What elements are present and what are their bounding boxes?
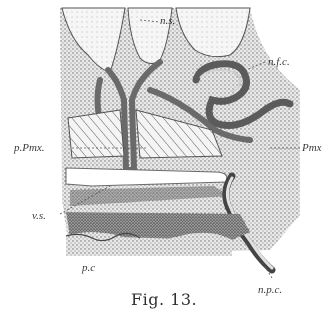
label-p-c: p.c — [82, 262, 95, 274]
premaxilla-left — [68, 110, 124, 158]
label-n-f-c: n.f.c. — [268, 56, 290, 68]
label-pmx: Pmx — [302, 142, 322, 154]
label-v-s: v.s. — [32, 210, 46, 222]
label-n-p-c: n.p.c. — [258, 284, 282, 296]
label-p-pmx: p.Pmx. — [14, 142, 45, 154]
figure-caption: Fig. 13. — [131, 290, 197, 309]
label-n-s: n.s. — [160, 15, 175, 27]
